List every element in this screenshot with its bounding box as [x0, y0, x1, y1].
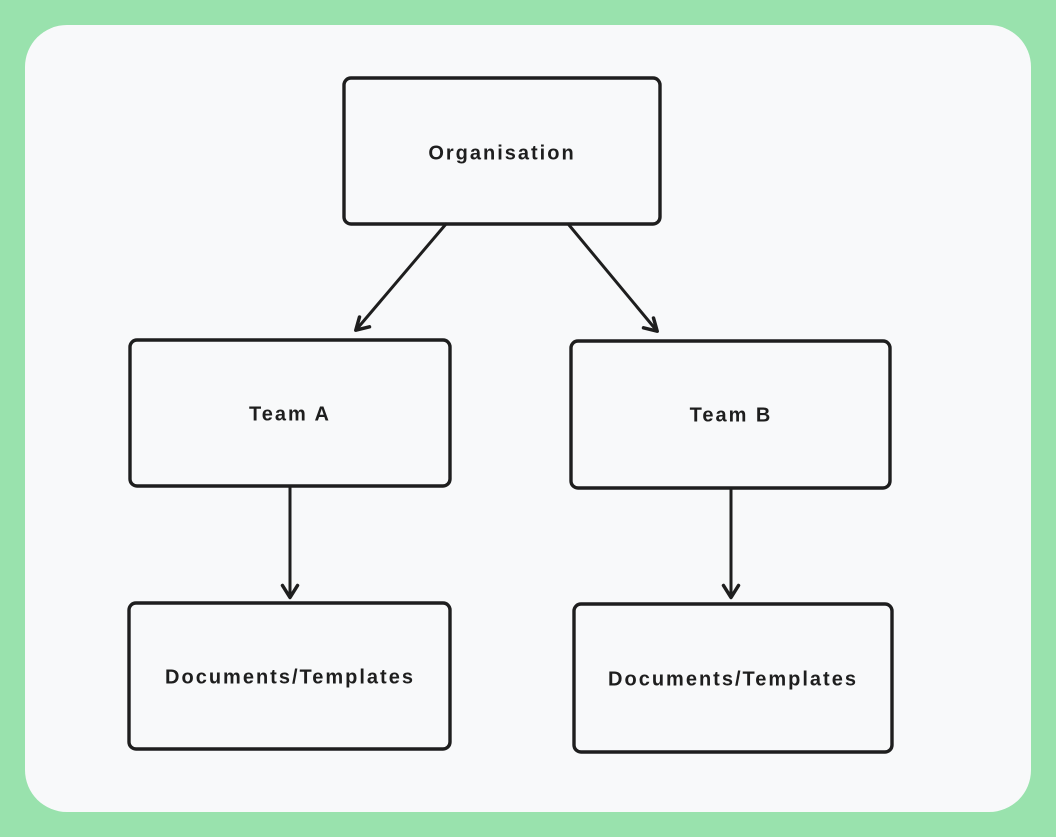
svg-text:Team B: Team B — [690, 404, 773, 426]
svg-text:Documents/Templates: Documents/Templates — [608, 668, 858, 690]
svg-text:Organisation: Organisation — [428, 142, 575, 164]
svg-text:Team A: Team A — [249, 403, 331, 425]
svg-text:Documents/Templates: Documents/Templates — [165, 666, 415, 688]
